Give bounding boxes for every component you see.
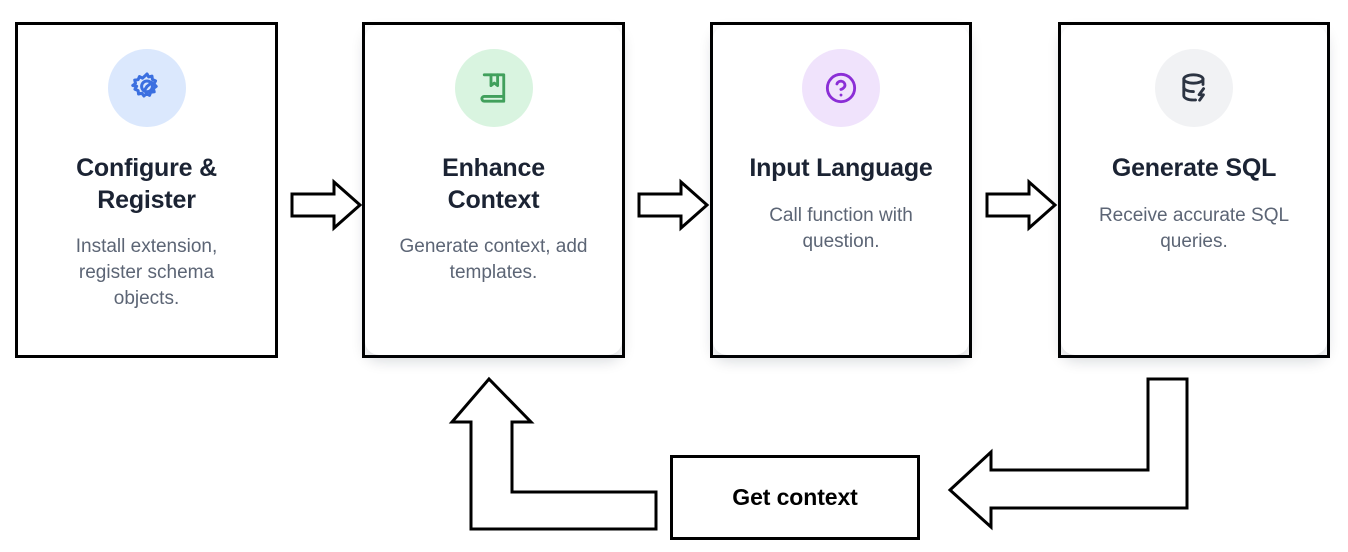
arrow-right-icon-1 [288,178,364,232]
arrow-right-icon-3 [983,178,1059,232]
step-card-configure-register[interactable]: Configure & Register Install extension, … [15,22,278,358]
arrow-left-icon [947,377,1189,531]
step-card-inner: Configure & Register Install extension, … [18,25,275,355]
get-context-box[interactable]: Get context [670,455,920,540]
gear-icon [128,69,166,107]
step-title: Input Language [749,154,933,182]
step-title: Generate SQL [1111,154,1277,182]
database-bolt-icon-badge [1155,49,1233,127]
question-circle-icon [823,70,859,106]
step-card-enhance-context[interactable]: Enhance Context Generate context, add te… [362,22,625,358]
step-description: Install extension, register schema objec… [75,236,218,310]
question-circle-icon-badge [802,49,880,127]
arrow-up-icon [448,376,658,531]
step-description: Call function with question. [769,204,913,252]
database-bolt-icon [1176,70,1212,106]
step-card-inner: Input Language Call function with questi… [713,25,969,355]
gear-icon-badge [107,49,186,127]
step-title: Configure & Register [76,154,217,214]
get-context-label: Get context [732,484,858,510]
arrow-right-icon-2 [635,178,711,232]
step-card-inner: Enhance Context Generate context, add te… [365,25,622,355]
step-description: Receive accurate SQL queries. [1098,204,1290,252]
step-card-generate-sql[interactable]: Generate SQL Receive accurate SQL querie… [1058,22,1330,358]
step-description: Generate context, add templates. [399,236,588,284]
book-bookmark-icon-badge [454,49,533,127]
step-card-input-language[interactable]: Input Language Call function with questi… [710,22,972,358]
book-bookmark-icon [476,70,512,106]
step-title: Enhance Context [442,154,545,214]
step-card-inner: Generate SQL Receive accurate SQL querie… [1061,25,1327,355]
